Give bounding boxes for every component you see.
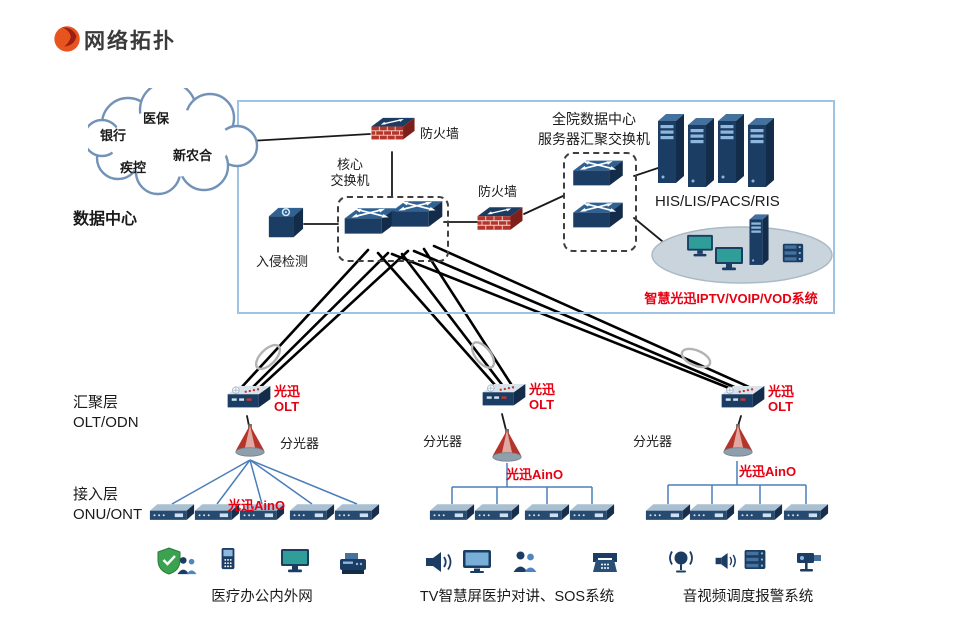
external-networks-cloud (82, 80, 260, 205)
olt-icon-3 (720, 383, 766, 417)
label-core-switch-line1: 核心 (336, 157, 363, 172)
label-his-systems: HIS/LIS/PACS/RIS (655, 193, 780, 210)
cloud-shape (82, 80, 259, 196)
label-group-2: TV智慧屏医护对讲、SOS系统 (419, 589, 615, 605)
firewall-icon-top (370, 115, 416, 151)
olt-icon-1 (226, 383, 272, 417)
label-olt-odn: OLT/ODN (73, 414, 139, 431)
page-title: 网络拓扑 (84, 30, 176, 53)
desktop-monitor-icon-2 (714, 246, 744, 272)
speaker-icon (424, 550, 454, 574)
label-core-switch-line2: 交换机 (330, 173, 370, 188)
datacenter-box (237, 100, 835, 314)
core-switch-group-box (337, 196, 449, 262)
onu-icon (474, 503, 520, 522)
core-switch-icon-1 (343, 206, 397, 246)
label-onu-ont: ONU/ONT (73, 506, 143, 523)
splitter-icon-2 (490, 428, 524, 466)
onu-icon (334, 503, 380, 522)
server-tower-icon-2 (686, 114, 716, 192)
desktop-monitor-icon-1 (686, 234, 714, 258)
label-firewall-top: 防火墙 (420, 126, 460, 141)
label-olt2-line2: OLT (529, 397, 555, 412)
label-access-layer: 接入层 (73, 486, 119, 503)
nvr-icon (742, 547, 768, 572)
label-aino-1: 光迅AinO (228, 498, 286, 513)
onu-icon (289, 503, 335, 522)
core-switch-icon-2 (390, 199, 444, 239)
label-agg-title-2: 服务器汇聚交换机 (538, 131, 650, 147)
label-splitter-3: 分光器 (633, 434, 673, 449)
cloud-label-cdc: 疾控 (120, 160, 147, 175)
onu-icon (737, 503, 783, 522)
onu-icon (429, 503, 475, 522)
onu-icon (645, 503, 691, 522)
label-splitter-2: 分光器 (423, 434, 463, 449)
onu-icon (524, 503, 570, 522)
intrusion-detection-icon (265, 205, 305, 243)
label-splitter-1: 分光器 (280, 436, 320, 451)
onu-icon (149, 503, 195, 522)
onu-icon (783, 503, 829, 522)
microphone-icon (666, 548, 696, 574)
label-aino-2: 光迅AinO (506, 467, 564, 482)
people-icon (512, 549, 538, 573)
olt-icon-2 (481, 381, 527, 415)
label-olt2-line1: 光迅 (529, 382, 556, 397)
splitter-icon-1 (233, 423, 267, 461)
speaker-icon-2 (714, 551, 738, 571)
label-agg-title-1: 全院数据中心 (552, 111, 636, 127)
label-datacenter: 数据中心 (73, 211, 138, 228)
onu-icon (689, 503, 735, 522)
cloud-label-nrcms: 新农合 (173, 148, 213, 163)
monitor-icon (280, 548, 310, 574)
camera-icon (794, 548, 826, 574)
aggregation-switch-icon-1 (571, 159, 625, 197)
cloud-label-bank: 银行 (100, 128, 127, 143)
logo-icon (54, 26, 80, 52)
label-group-1: 医疗办公内外网 (211, 589, 313, 605)
label-intrusion-detection: 入侵检测 (256, 254, 309, 269)
iptv-server-icon (748, 212, 770, 268)
server-tower-icon-4 (746, 114, 776, 192)
label-aino-3: 光迅AinO (739, 464, 797, 479)
splitter-icon-3 (721, 423, 755, 461)
label-olt3-line2: OLT (768, 399, 794, 414)
server-tower-icon-3 (716, 110, 746, 188)
label-iptv-system: 智慧光迅IPTV/VOIP/VOD系统 (644, 291, 818, 306)
fax-icon (338, 550, 368, 576)
phone-icon (590, 550, 620, 574)
terminal-icon (217, 546, 239, 572)
users-icon (176, 555, 198, 575)
label-olt3-line1: 光迅 (768, 384, 795, 399)
label-aggregation-layer: 汇聚层 (73, 394, 119, 411)
label-olt1-line2: OLT (274, 399, 300, 414)
iptv-rack-icon (780, 242, 806, 264)
onu-icon (569, 503, 615, 522)
label-group-3: 音视频调度报警系统 (682, 589, 814, 605)
firewall-icon-mid (476, 203, 524, 243)
aggregation-switch-icon-2 (571, 201, 625, 239)
label-firewall-mid: 防火墙 (478, 184, 518, 199)
aggregation-switch-group-box (563, 152, 637, 252)
cloud-label-insurance: 医保 (143, 111, 170, 126)
label-olt1-line1: 光迅 (274, 384, 301, 399)
tv-icon (462, 548, 492, 574)
